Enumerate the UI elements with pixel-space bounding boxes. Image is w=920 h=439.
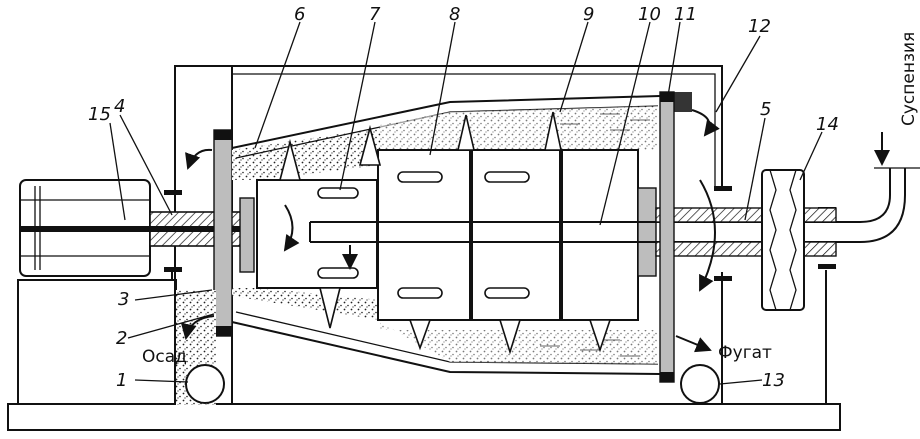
bearing-cap-right-bottom <box>714 276 732 281</box>
label-15: 15 <box>88 104 111 125</box>
label-4: 4 <box>114 96 125 117</box>
label-2: 2 <box>116 328 127 349</box>
label-sediment: Осад <box>142 347 187 367</box>
label-13: 13 <box>762 370 785 391</box>
base-plate <box>7 403 841 431</box>
hub-inner-bearing <box>239 197 255 273</box>
conveyor-right-collar <box>637 187 657 277</box>
label-8: 8 <box>449 4 460 25</box>
label-12: 12 <box>748 16 771 37</box>
motor-shaft-coupling <box>20 226 150 232</box>
bearing-cap-right-top <box>714 186 732 191</box>
conveyor-hub-cone <box>256 179 378 289</box>
rotation-arrow-left <box>283 204 300 252</box>
bearing-cap-far-bottom <box>818 264 836 269</box>
centrate-roller <box>680 364 720 404</box>
label-suspension: Суспензия <box>899 32 919 126</box>
sediment-arrow <box>180 315 215 340</box>
bowl-left-flange <box>213 129 233 337</box>
label-11: 11 <box>674 4 697 25</box>
liquid-zone-bottom <box>380 322 658 364</box>
bearing-cap-left-top <box>164 190 182 195</box>
sediment-zone-top <box>232 128 380 180</box>
label-3: 3 <box>118 289 129 310</box>
rotation-arrow-right-top <box>691 109 720 137</box>
label-5: 5 <box>760 99 771 120</box>
conveyor-hub-seg3 <box>561 149 639 321</box>
housing-top-inner <box>232 73 716 190</box>
hub-slots <box>317 171 530 299</box>
rotation-arrow-right-mid <box>699 179 716 292</box>
label-9: 9 <box>583 4 594 25</box>
centrate-arrow <box>675 335 712 353</box>
liquid-zone-top <box>380 106 658 150</box>
motor-pedestal <box>17 279 177 405</box>
label-6: 6 <box>294 4 305 25</box>
bearing-cap-left-bottom <box>164 267 182 272</box>
label-14: 14 <box>816 114 839 135</box>
sediment-roller <box>185 364 225 404</box>
label-centrate: Фугат <box>718 343 772 363</box>
bowl-right-flange <box>659 91 675 383</box>
label-7: 7 <box>369 4 381 25</box>
feed-pipe <box>310 168 891 223</box>
rotation-arrow-top-left <box>185 148 213 170</box>
sediment-zone-bottom <box>232 288 380 320</box>
bowl-conical-wall-bottom <box>231 321 661 375</box>
screw-flights <box>278 111 612 355</box>
label-1: 1 <box>116 370 127 391</box>
bowl-conical-wall-top <box>231 95 661 149</box>
drive-pulley <box>761 169 805 311</box>
leader-lines <box>109 21 823 385</box>
label-10: 10 <box>638 4 661 25</box>
